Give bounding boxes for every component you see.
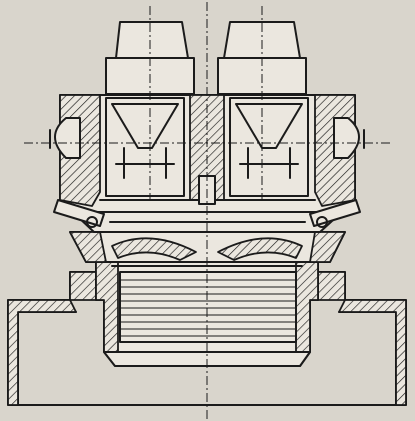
right-side-window	[333, 117, 365, 159]
right-bolt	[309, 199, 361, 228]
left-bolt	[53, 199, 105, 228]
centerlines	[24, 2, 392, 419]
right-cup	[229, 97, 309, 197]
left-cup	[105, 97, 185, 197]
left-side-window	[49, 117, 81, 159]
plate-stack	[111, 265, 303, 343]
